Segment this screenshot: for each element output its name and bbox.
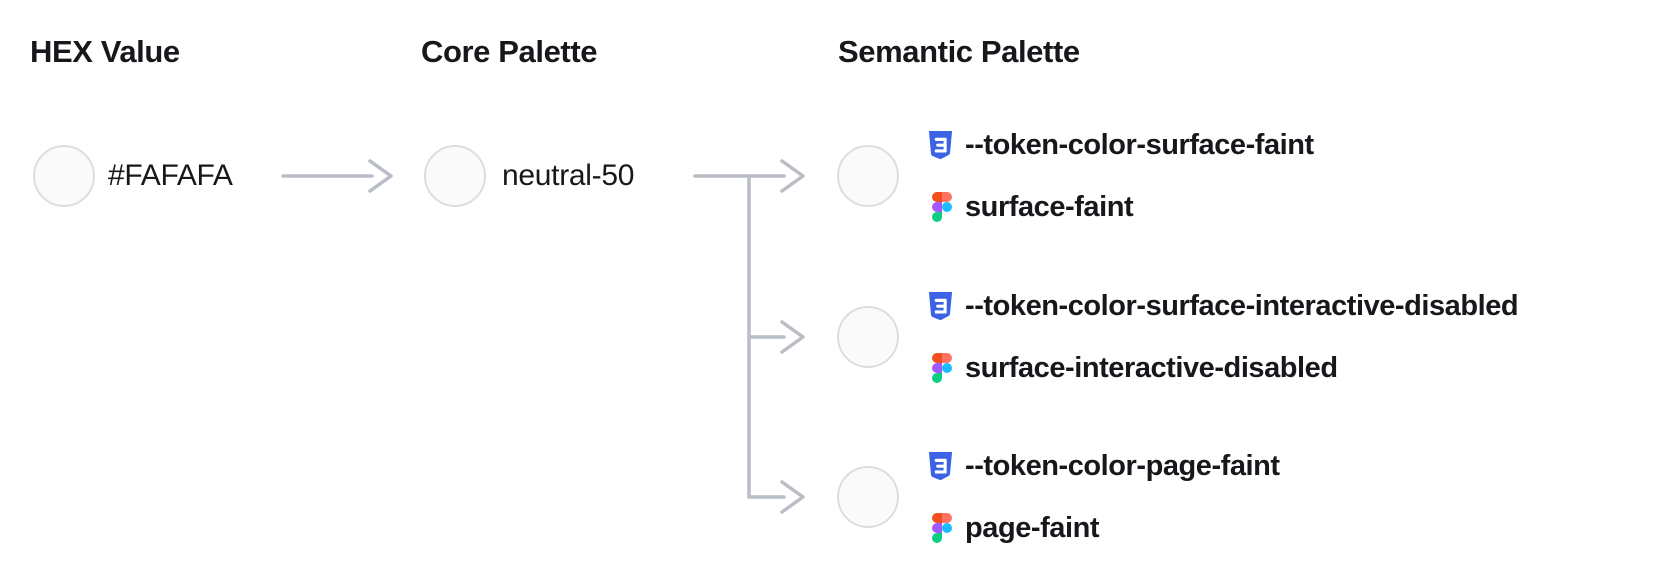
- core-swatch: [424, 145, 486, 207]
- css-token-label: --token-color-surface-faint: [965, 128, 1314, 161]
- css-icon: [927, 130, 965, 160]
- css-token-line: --token-color-page-faint: [927, 448, 1280, 484]
- hex-value-label: #FAFAFA: [108, 159, 233, 192]
- figma-token-label: surface-faint: [965, 190, 1134, 223]
- figma-icon: [927, 513, 965, 543]
- semantic-token-row: --token-color-page-faint page-faint: [927, 448, 1280, 546]
- css-token-line: --token-color-surface-interactive-disabl…: [927, 288, 1519, 324]
- semantic-token-row: --token-color-surface-interactive-disabl…: [927, 288, 1519, 386]
- figma-icon: [927, 192, 965, 222]
- figma-icon: [927, 353, 965, 383]
- figma-token-line: surface-faint: [927, 189, 1314, 225]
- figma-token-label: page-faint: [965, 511, 1100, 544]
- core-name-label: neutral-50: [502, 159, 635, 192]
- semantic-token-row: --token-color-surface-faint surface-fain…: [927, 127, 1314, 225]
- semantic-swatch: [837, 306, 899, 368]
- figma-token-line: page-faint: [927, 510, 1280, 546]
- figma-token-line: surface-interactive-disabled: [927, 350, 1518, 386]
- css-token-line: --token-color-surface-faint: [927, 127, 1314, 163]
- hex-value-heading: HEX Value: [30, 34, 180, 69]
- hex-swatch: [33, 145, 95, 207]
- branch-connector: [693, 159, 805, 514]
- css-token-label: --token-color-page-faint: [965, 449, 1280, 482]
- core-palette-heading: Core Palette: [421, 34, 598, 69]
- arrow-hex-to-core: [281, 159, 393, 193]
- css-icon: [927, 451, 965, 481]
- css-icon: [927, 291, 965, 321]
- figma-token-label: surface-interactive-disabled: [965, 351, 1338, 384]
- semantic-swatch: [837, 466, 899, 528]
- semantic-palette-heading: Semantic Palette: [838, 34, 1080, 69]
- css-token-label: --token-color-surface-interactive-disabl…: [965, 289, 1519, 322]
- semantic-swatch: [837, 145, 899, 207]
